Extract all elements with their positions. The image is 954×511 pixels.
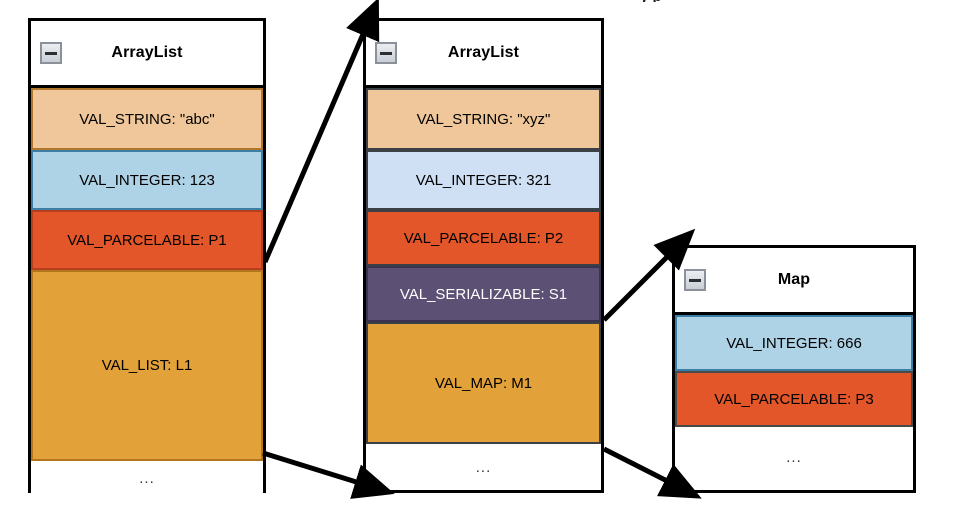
object-box-middle-arraylist[interactable]: ArrayList VAL_STRING: "xyz" VAL_INTEGER:…: [363, 18, 604, 493]
field-row[interactable]: VAL_PARCELABLE: P3: [675, 371, 913, 427]
arrow-s1-to-map: [602, 228, 696, 322]
box-header: ArrayList: [366, 21, 601, 88]
ellipsis-row[interactable]: ...: [675, 427, 913, 487]
field-row[interactable]: VAL_INTEGER: 666: [675, 315, 913, 371]
minus-icon[interactable]: [40, 42, 62, 64]
field-row[interactable]: VAL_PARCELABLE: P1: [31, 210, 263, 270]
field-row[interactable]: VAL_MAP: M1: [366, 322, 601, 444]
box-title: ArrayList: [447, 44, 520, 61]
minus-icon[interactable]: [375, 42, 397, 64]
box-header: Map: [675, 248, 913, 315]
minus-icon[interactable]: [684, 269, 706, 291]
field-row[interactable]: VAL_LIST: L1: [31, 270, 263, 461]
box-title: Map: [777, 271, 811, 288]
box-title: ArrayList: [111, 44, 183, 61]
object-box-left-arraylist[interactable]: ArrayList VAL_STRING: "abc" VAL_INTEGER:…: [28, 18, 266, 496]
field-row[interactable]: VAL_PARCELABLE: P2: [366, 210, 601, 266]
clipped-top-text: y p: [640, 0, 662, 2]
object-box-right-map[interactable]: Map VAL_INTEGER: 666 VAL_PARCELABLE: P3 …: [672, 245, 916, 493]
field-row[interactable]: VAL_INTEGER: 321: [366, 150, 601, 210]
field-row[interactable]: VAL_SERIALIZABLE: S1: [366, 266, 601, 322]
arrow-m1-to-map: [602, 446, 702, 499]
field-row[interactable]: VAL_STRING: "xyz": [366, 88, 601, 150]
ellipsis-row[interactable]: ...: [366, 444, 601, 490]
arrow-p1-to-middle-arraylist: [262, 0, 380, 263]
field-row[interactable]: VAL_INTEGER: 123: [31, 150, 263, 210]
field-row[interactable]: VAL_STRING: "abc": [31, 88, 263, 150]
arrow-l1-to-middle-arraylist: [262, 450, 395, 499]
ellipsis-row[interactable]: ...: [31, 461, 263, 496]
box-header: ArrayList: [31, 21, 263, 88]
